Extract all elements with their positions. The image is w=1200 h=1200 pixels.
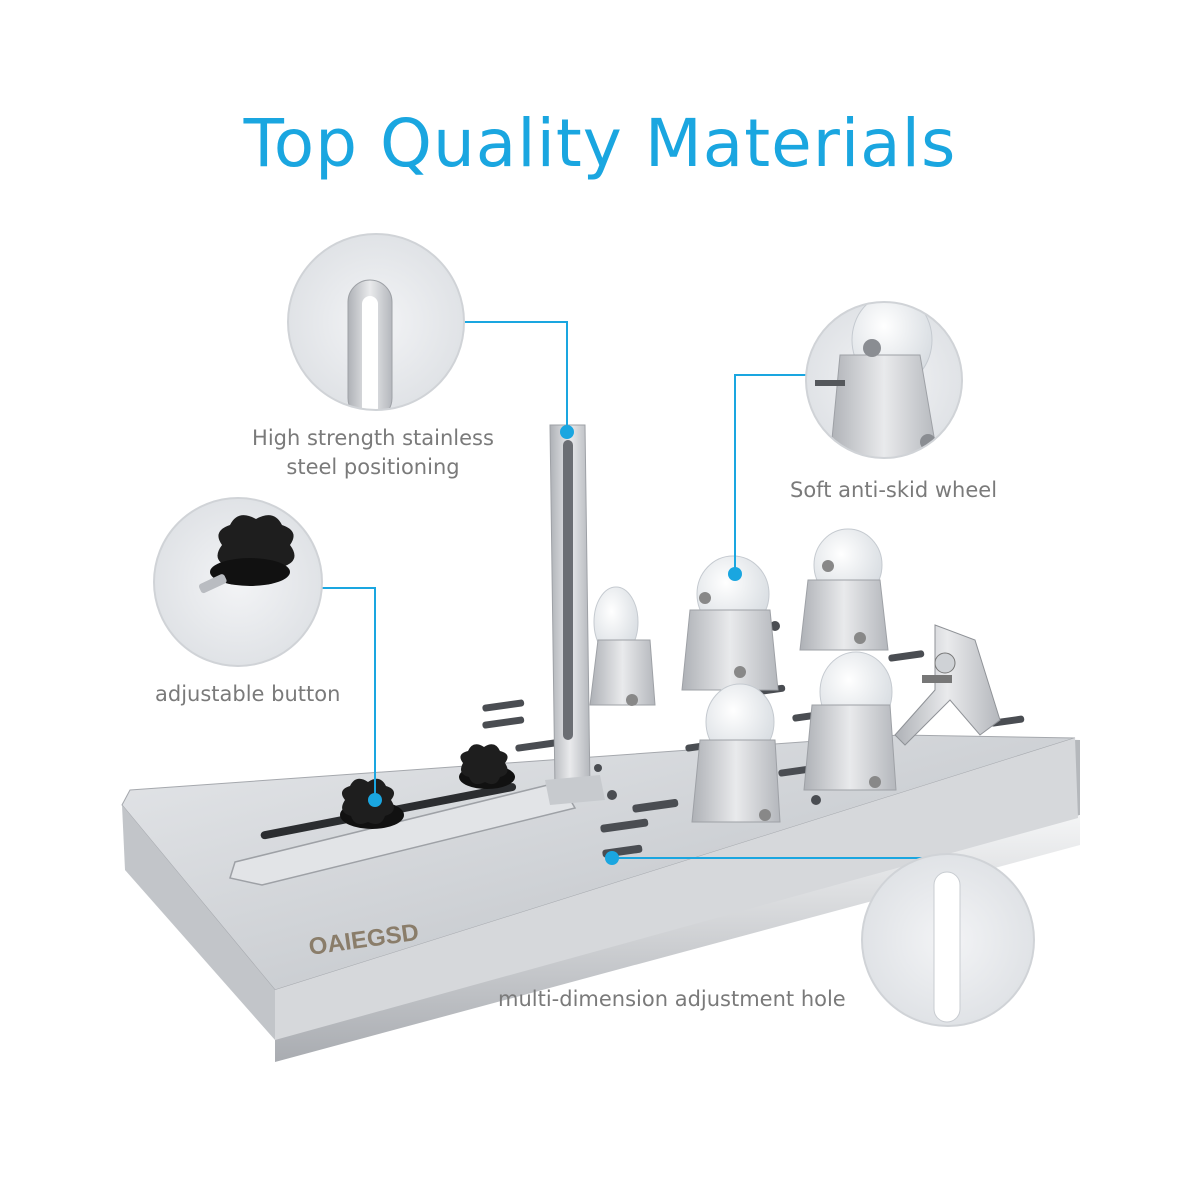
callout-hole-label: multi-dimension adjustment hole [498, 987, 846, 1011]
l-bracket [545, 424, 605, 805]
caster-2 [681, 555, 779, 691]
callout-steel-label: High strength stainless steel positionin… [228, 424, 518, 482]
caster-3 [799, 528, 889, 651]
caster-wheels [589, 528, 897, 823]
caster-5 [803, 651, 897, 791]
base-plate [121, 734, 1080, 1062]
callout-wheel-label: Soft anti-skid wheel [790, 478, 998, 502]
zoom-circle-hole [861, 853, 1035, 1027]
zoom-circle-wheel [805, 301, 963, 459]
knob-left [340, 778, 404, 829]
caster-4 [691, 683, 781, 823]
caster-1 [589, 586, 656, 706]
cutter-blade [894, 624, 1001, 746]
zoom-circle-button [153, 497, 323, 667]
callout-steel-line1: High strength stainless [252, 426, 494, 450]
zoom-circle-steel [287, 233, 465, 411]
callout-dots [368, 425, 742, 865]
callout-button-label: adjustable button [155, 682, 341, 706]
callout-steel-line2: steel positioning [286, 455, 460, 479]
knob-right [459, 744, 515, 789]
adjustment-slots [482, 621, 1025, 858]
page-title: Top Quality Materials [243, 105, 957, 182]
